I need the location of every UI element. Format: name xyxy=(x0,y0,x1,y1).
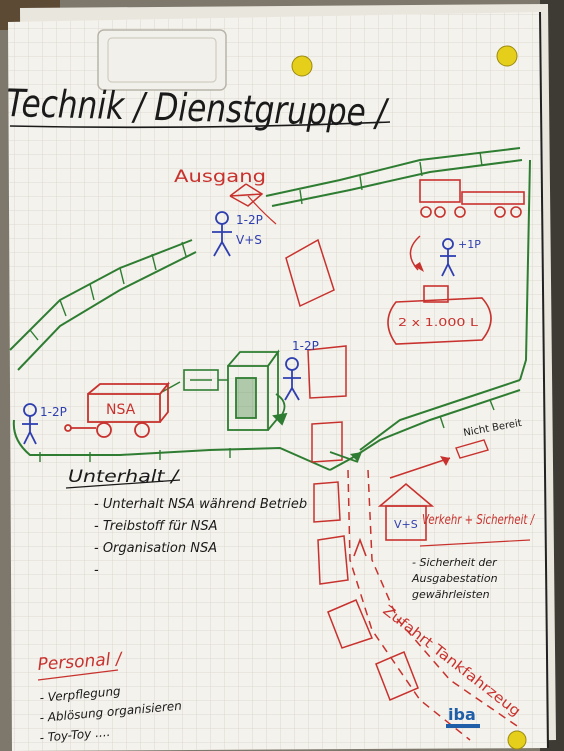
yellow-pin-icon xyxy=(496,45,518,67)
parking-spot xyxy=(307,345,347,399)
magnet-clip-icon xyxy=(97,29,227,91)
exit-arrow-icon xyxy=(229,183,264,207)
label-staff-top-sub: V+S xyxy=(236,233,262,247)
label-vs-hut: V+S xyxy=(394,518,418,531)
unterhalt-item: - xyxy=(94,563,99,578)
label-tank: 2 x 1.000 L xyxy=(398,316,479,329)
parking-spots xyxy=(311,421,419,701)
heading-verkehr: Verkehr + Sicherheit / xyxy=(422,513,535,528)
person-icon xyxy=(440,238,456,277)
unterhalt-item: - Unterhalt NSA während Betrieb xyxy=(94,497,307,512)
label-ausgang: Ausgang xyxy=(174,167,266,187)
yellow-pin-icon xyxy=(291,55,313,77)
driveway-lines xyxy=(347,469,521,741)
sicherheit-line: gewährleisten xyxy=(412,588,490,601)
person-icon xyxy=(283,357,301,401)
unterhalt-item: - Organisation NSA xyxy=(94,541,217,556)
label-staff-left: 1-2P xyxy=(40,405,67,419)
sicherheit-line: - Sicherheit der xyxy=(412,556,498,569)
unterhalt-item: - Treibstoff für NSA xyxy=(94,519,217,534)
page-title: Technik / Dienstgruppe / xyxy=(6,81,390,135)
vs-hut xyxy=(377,482,435,541)
fence-posts xyxy=(29,151,495,462)
tank-truck xyxy=(419,179,525,218)
iba-logo: iba xyxy=(446,705,480,728)
sicherheit-line: Ausgabestation xyxy=(411,572,498,585)
dispenser-station xyxy=(227,349,288,431)
svg-text:iba: iba xyxy=(448,705,476,724)
personal-item: - Toy-Toy .... xyxy=(39,725,111,745)
person-icon xyxy=(22,403,38,445)
label-staff-mid: 1-2P xyxy=(292,339,319,353)
fuel-tank xyxy=(387,285,492,345)
label-nsa: NSA xyxy=(106,402,136,418)
parking-spot xyxy=(285,238,335,308)
unterhalt-list: - Unterhalt NSA während Betrieb - Treibst… xyxy=(94,497,307,578)
nsa-generator xyxy=(64,381,170,438)
label-staff-right: +1P xyxy=(458,238,481,251)
label-staff-top: 1-2P xyxy=(236,213,263,227)
yellow-pin-icon xyxy=(507,730,527,750)
person-icon xyxy=(212,211,232,257)
